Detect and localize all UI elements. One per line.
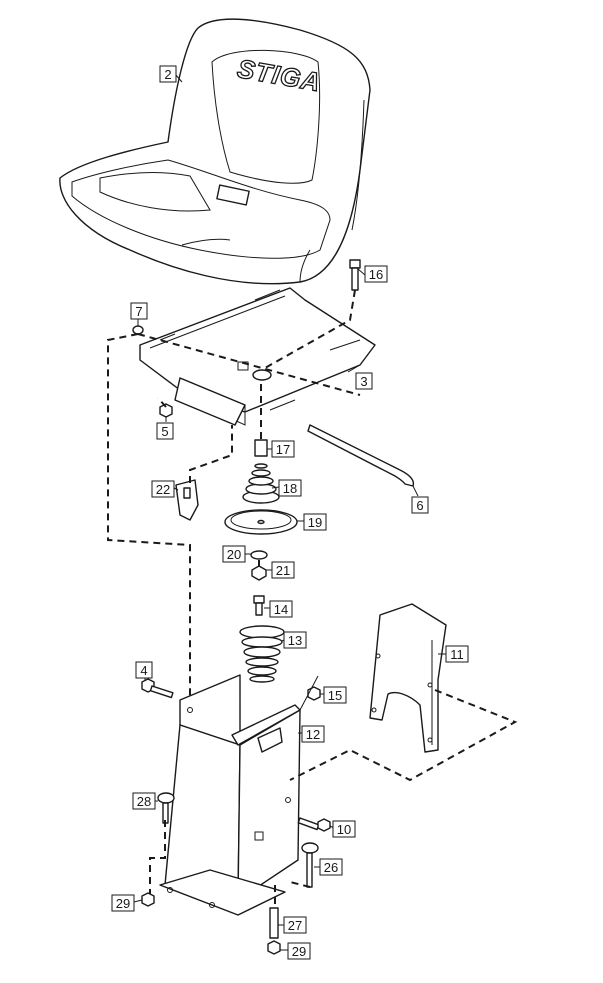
part-labels: 2 3 4 5 6 7 10 11 xyxy=(111,65,469,960)
svg-text:15: 15 xyxy=(328,688,342,703)
nut-29b xyxy=(267,940,281,955)
leader-lines xyxy=(133,73,446,951)
seat-console xyxy=(159,674,319,916)
label-6: 6 xyxy=(411,496,429,514)
label-7: 7 xyxy=(130,302,148,320)
pin-26 xyxy=(301,842,319,888)
svg-text:19: 19 xyxy=(308,515,322,530)
svg-text:11: 11 xyxy=(450,647,464,662)
label-21: 21 xyxy=(271,561,295,579)
label-28: 28 xyxy=(132,792,156,810)
bolt-14 xyxy=(253,595,265,616)
label-22: 22 xyxy=(151,480,175,498)
label-19: 19 xyxy=(303,513,327,531)
label-11: 11 xyxy=(445,645,469,663)
seat-plate xyxy=(139,287,376,426)
label-20: 20 xyxy=(222,545,246,563)
svg-text:10: 10 xyxy=(337,822,351,837)
svg-text:13: 13 xyxy=(288,633,302,648)
label-29-left: 29 xyxy=(111,894,135,912)
label-4: 4 xyxy=(135,661,153,679)
svg-text:17: 17 xyxy=(276,442,290,457)
latch-22 xyxy=(175,479,199,521)
label-16: 16 xyxy=(364,265,388,283)
spacer-17 xyxy=(254,439,268,457)
svg-text:28: 28 xyxy=(137,794,151,809)
svg-text:5: 5 xyxy=(161,424,168,439)
label-12: 12 xyxy=(301,725,325,743)
nut-5 xyxy=(159,403,173,418)
rivet-28 xyxy=(157,792,175,824)
label-3: 3 xyxy=(355,372,373,390)
spring-18 xyxy=(242,463,280,504)
washer-20 xyxy=(250,550,268,560)
bolt-4 xyxy=(141,678,174,699)
label-14: 14 xyxy=(269,600,293,618)
svg-text:16: 16 xyxy=(369,267,383,282)
label-5: 5 xyxy=(156,422,174,440)
label-17: 17 xyxy=(271,440,295,458)
svg-text:22: 22 xyxy=(156,482,170,497)
disc-19 xyxy=(224,509,298,535)
svg-text:12: 12 xyxy=(306,727,320,742)
bolt-16 xyxy=(349,259,361,291)
svg-text:26: 26 xyxy=(324,860,338,875)
svg-text:3: 3 xyxy=(360,374,367,389)
svg-text:29: 29 xyxy=(116,896,130,911)
sleeve-27 xyxy=(269,907,279,939)
nut-21 xyxy=(251,565,267,581)
label-26: 26 xyxy=(319,858,343,876)
seat: STIGA xyxy=(59,18,371,285)
svg-text:6: 6 xyxy=(416,498,423,513)
svg-text:4: 4 xyxy=(140,663,147,678)
svg-text:18: 18 xyxy=(283,481,297,496)
svg-text:21: 21 xyxy=(276,563,290,578)
spring-13 xyxy=(239,625,285,683)
label-29-bottom: 29 xyxy=(287,942,311,960)
screw-10 xyxy=(297,817,331,832)
label-15: 15 xyxy=(323,686,347,704)
svg-text:2: 2 xyxy=(164,67,171,82)
rear-cover xyxy=(369,603,447,753)
adjust-rod xyxy=(307,424,415,487)
washer-7 xyxy=(132,325,144,335)
label-18: 18 xyxy=(278,479,302,497)
nut-15 xyxy=(307,686,321,701)
label-10: 10 xyxy=(332,820,356,838)
label-13: 13 xyxy=(283,631,307,649)
label-2: 2 xyxy=(159,65,177,83)
nut-29a xyxy=(141,892,155,907)
svg-text:20: 20 xyxy=(227,547,241,562)
label-27: 27 xyxy=(283,916,307,934)
svg-text:27: 27 xyxy=(288,918,302,933)
svg-text:7: 7 xyxy=(135,304,142,319)
svg-text:29: 29 xyxy=(292,944,306,959)
svg-text:14: 14 xyxy=(274,602,288,617)
assembly-lines xyxy=(107,289,518,908)
